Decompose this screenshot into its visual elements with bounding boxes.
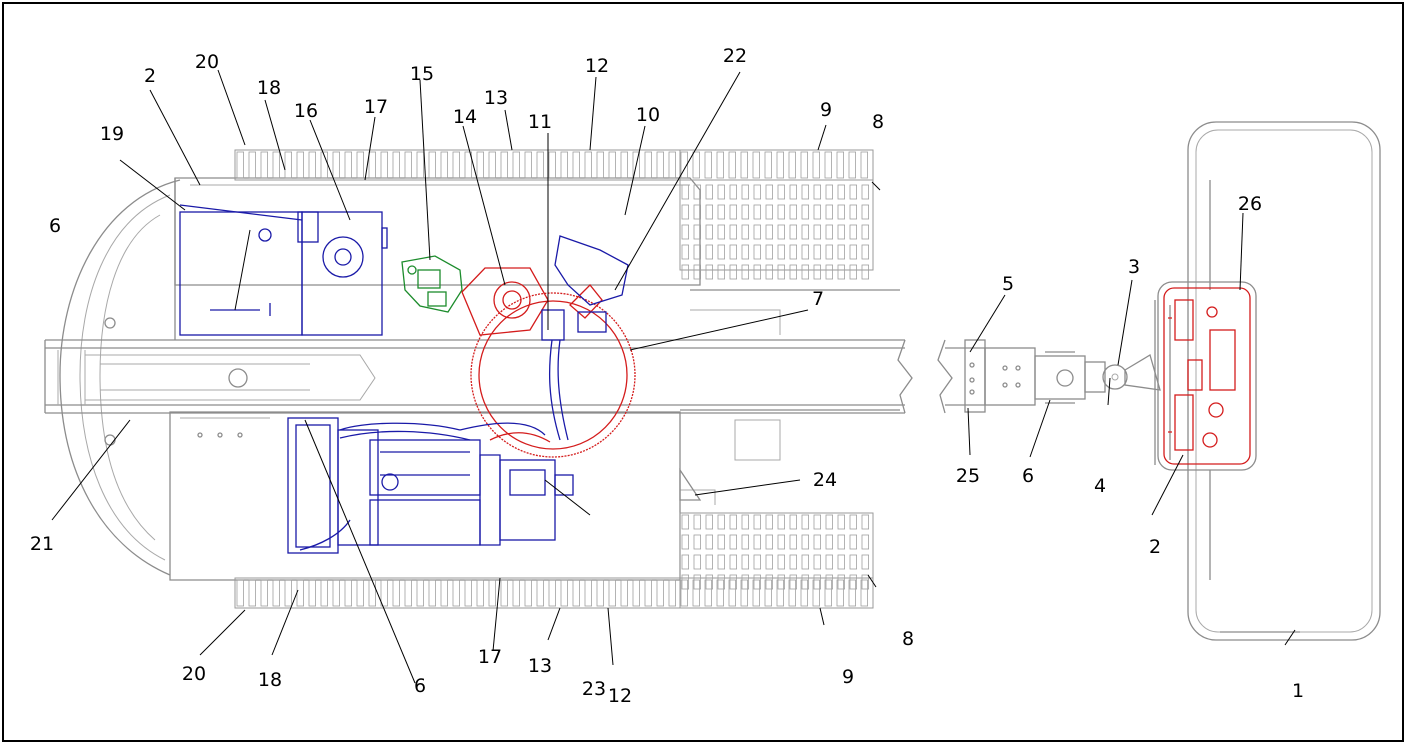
callout-14: 14	[453, 106, 477, 128]
callout-19: 19	[100, 123, 124, 145]
callout-11: 11	[528, 111, 552, 133]
callout-2: 2	[144, 65, 156, 87]
callout-5: 5	[1002, 273, 1014, 295]
callout-12: 12	[585, 55, 609, 77]
callout-18: 18	[257, 77, 281, 99]
callout-24: 24	[813, 469, 837, 491]
callout-17: 17	[478, 646, 502, 668]
callout-6: 6	[49, 215, 61, 237]
callout-4: 4	[1094, 475, 1106, 497]
callout-12: 12	[608, 685, 632, 707]
control-box	[1157, 281, 1257, 471]
callout-23: 23	[582, 678, 606, 700]
callout-22: 22	[723, 45, 747, 67]
callout-17: 17	[364, 96, 388, 118]
upper-track	[234, 149, 874, 271]
callout-labels: 1 2 2 3 4 5 6 6 6 7 8 8 9 9 10 11 12 12 …	[30, 45, 1304, 707]
track-links	[236, 151, 869, 607]
callout-1: 1	[1292, 680, 1304, 702]
lower-track	[234, 512, 874, 609]
callout-9: 9	[842, 666, 854, 688]
callout-3: 3	[1128, 256, 1140, 278]
callout-9: 9	[820, 99, 832, 121]
upper-control-module	[541, 235, 629, 441]
callout-7: 7	[812, 288, 824, 310]
callout-20: 20	[182, 663, 206, 685]
jib-assembly	[945, 339, 1161, 413]
callout-18: 18	[258, 669, 282, 691]
callout-21: 21	[30, 533, 54, 555]
upper-hydraulic-unit	[179, 204, 388, 336]
callout-16: 16	[294, 100, 318, 122]
callout-13: 13	[484, 87, 508, 109]
callout-6: 6	[414, 675, 426, 697]
callout-10: 10	[636, 104, 660, 126]
chassis-outline	[44, 177, 953, 581]
callout-6: 6	[1022, 465, 1034, 487]
platform-basket	[1154, 121, 1381, 641]
slew-ring	[461, 267, 636, 458]
engine-unit	[287, 417, 574, 554]
callout-26: 26	[1238, 193, 1262, 215]
valve-block	[401, 255, 463, 313]
callout-8: 8	[902, 628, 914, 650]
callout-8: 8	[872, 111, 884, 133]
leader-lines	[51, 69, 1296, 684]
callout-13: 13	[528, 655, 552, 677]
callout-2: 2	[1149, 536, 1161, 558]
callout-25: 25	[956, 465, 980, 487]
callout-15: 15	[410, 63, 434, 85]
callout-20: 20	[195, 51, 219, 73]
